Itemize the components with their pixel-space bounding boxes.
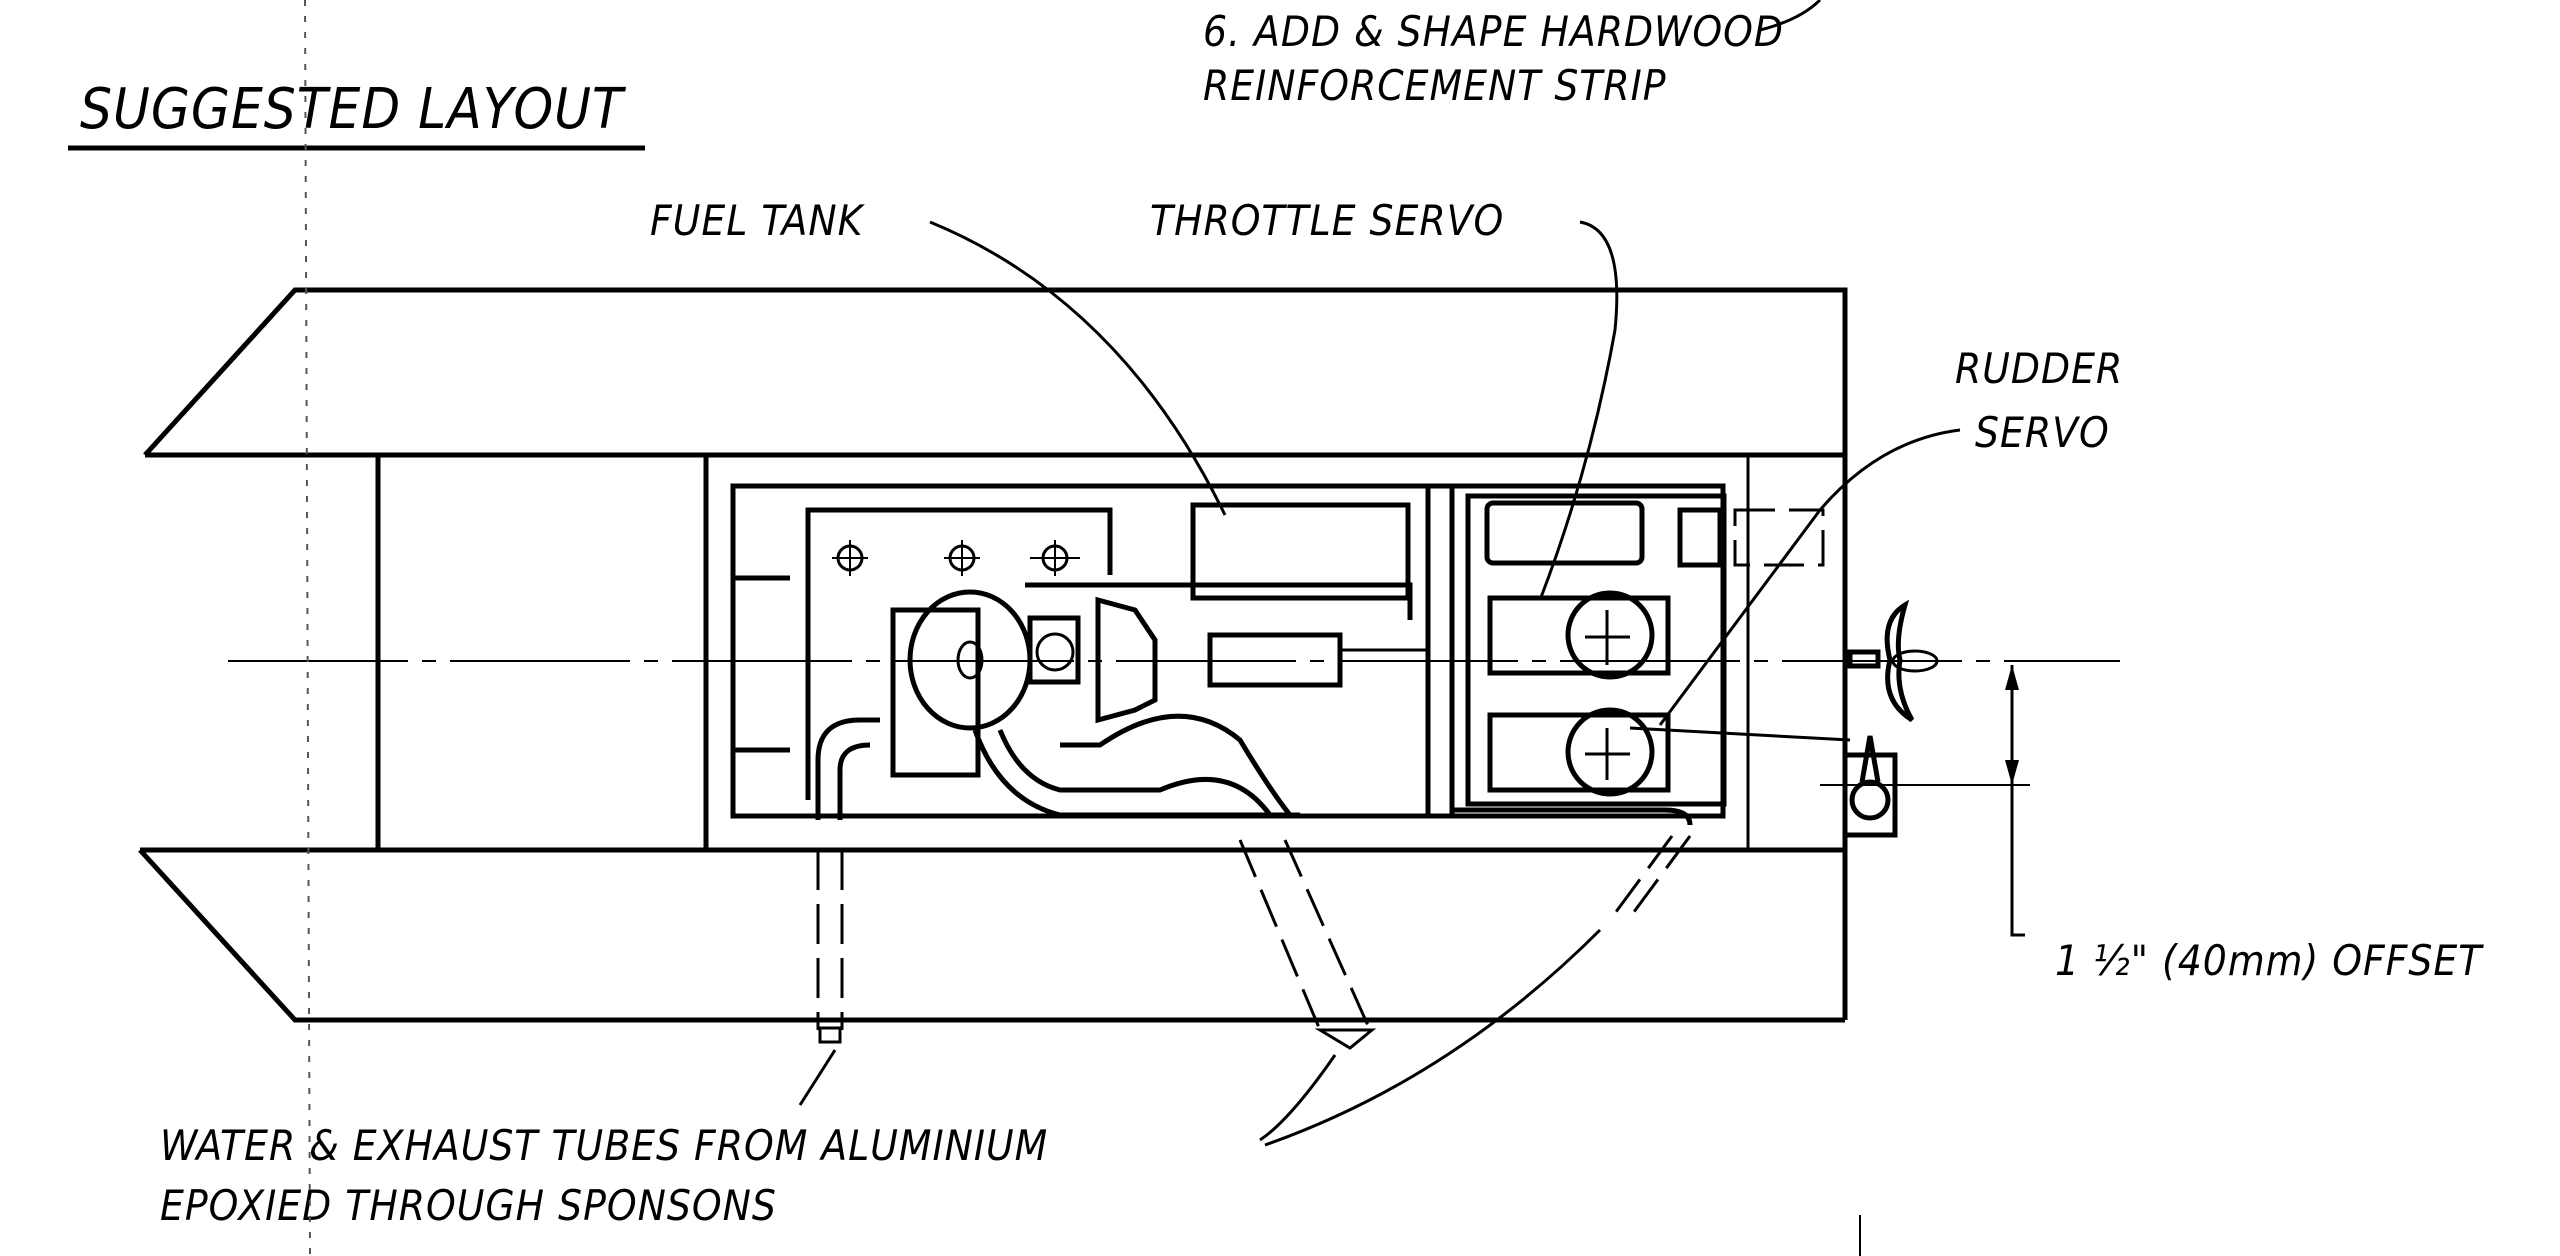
title: SUGGESTED LAYOUT xyxy=(80,77,627,142)
throttle-servo-wheel xyxy=(1565,590,1655,680)
prop-nut xyxy=(1891,649,1939,673)
water-tube xyxy=(815,717,880,820)
tubes-label-line2: EPOXIED THROUGH SPONSONS xyxy=(160,1181,777,1230)
engine-mount xyxy=(805,507,1113,800)
coupling xyxy=(1095,596,1158,724)
throttle-servo xyxy=(1487,595,1671,676)
pushrod-dash-2 xyxy=(1626,835,1692,921)
carb-intake xyxy=(1035,632,1075,672)
exhaust-header xyxy=(1060,713,1292,817)
tubes-leader-2 xyxy=(1259,1054,1337,1142)
shaft-coupler xyxy=(1207,632,1343,688)
throttle-servo-label: THROTTLE SERVO xyxy=(1150,196,1504,245)
receiver xyxy=(1484,500,1645,566)
propeller-icon xyxy=(1884,599,1915,723)
fuel-tank-label: FUEL TANK xyxy=(650,196,866,245)
carburettor xyxy=(1027,615,1081,685)
tubes-leader-1 xyxy=(798,1049,837,1106)
water-tube-inner xyxy=(837,742,871,820)
step-note-leader xyxy=(1759,0,1822,32)
rudder-linkage xyxy=(1629,726,1851,742)
rudder-bracket xyxy=(1842,752,1898,838)
engine-crankcase xyxy=(890,607,981,778)
tubes-leader-3 xyxy=(1264,928,1602,1147)
rudder-servo-label-2: SERVO xyxy=(1975,408,2110,457)
engine-bay xyxy=(730,483,1726,820)
top-sponson xyxy=(143,287,1848,1020)
exhaust-pipe-inner xyxy=(997,729,1273,817)
exhaust-outlet xyxy=(1314,1028,1377,1050)
servo-bay xyxy=(1450,493,1851,826)
water-tube-outlet xyxy=(818,1026,842,1044)
offset-dim-line xyxy=(2010,665,2025,937)
exhaust-dash-2 xyxy=(1283,839,1372,1031)
rudder-servo-leader xyxy=(1658,428,1961,726)
scan-fold-line xyxy=(304,0,311,1256)
mount-hole-icon xyxy=(1030,540,1080,576)
offset-dimension: 1 ½" (40mm) OFFSET xyxy=(1820,665,2484,985)
step-note-line1: 6. ADD & SHAPE HARDWOOD xyxy=(1203,7,1784,56)
propeller xyxy=(1847,599,1939,723)
fuel-tank-leader xyxy=(929,220,1227,516)
rudder-servo xyxy=(1487,712,1671,793)
exhaust-dash-1 xyxy=(1238,839,1322,1031)
switch xyxy=(1677,507,1723,568)
step-note-line2: REINFORCEMENT STRIP xyxy=(1203,61,1667,110)
pushrod xyxy=(1450,807,1693,826)
engine-shaft-icon xyxy=(956,640,984,680)
prop-shaft xyxy=(1847,649,1881,669)
tubes-label-line1: WATER & EXHAUST TUBES FROM ALUMINIUM xyxy=(160,1121,1048,1170)
arrow-up-icon xyxy=(2005,665,2019,690)
servo-tray xyxy=(1465,493,1727,807)
tube-dashes xyxy=(816,835,1692,1050)
rudder-pivot xyxy=(1849,779,1891,821)
mount-hole-icon xyxy=(944,540,980,576)
rudder-servo-label-1: RUDDER xyxy=(1955,344,2123,393)
hull xyxy=(138,287,1848,1023)
fuel-line xyxy=(1025,582,1413,620)
radio-box xyxy=(730,483,1726,819)
rudder-blade xyxy=(1859,735,1881,783)
fuel-tank xyxy=(1190,502,1411,601)
arrow-down-icon xyxy=(2005,760,2019,785)
mount-hole-icon xyxy=(832,540,868,576)
offset-label: 1 ½" (40mm) OFFSET xyxy=(2055,936,2484,985)
exhaust-pipe xyxy=(972,729,1300,818)
rudder-servo-wheel xyxy=(1565,707,1655,797)
pushrod-dash-1 xyxy=(1608,835,1674,921)
throttle-servo-leader xyxy=(1538,220,1619,601)
rudder xyxy=(1842,735,1898,838)
bottom-sponson xyxy=(138,848,1845,1023)
